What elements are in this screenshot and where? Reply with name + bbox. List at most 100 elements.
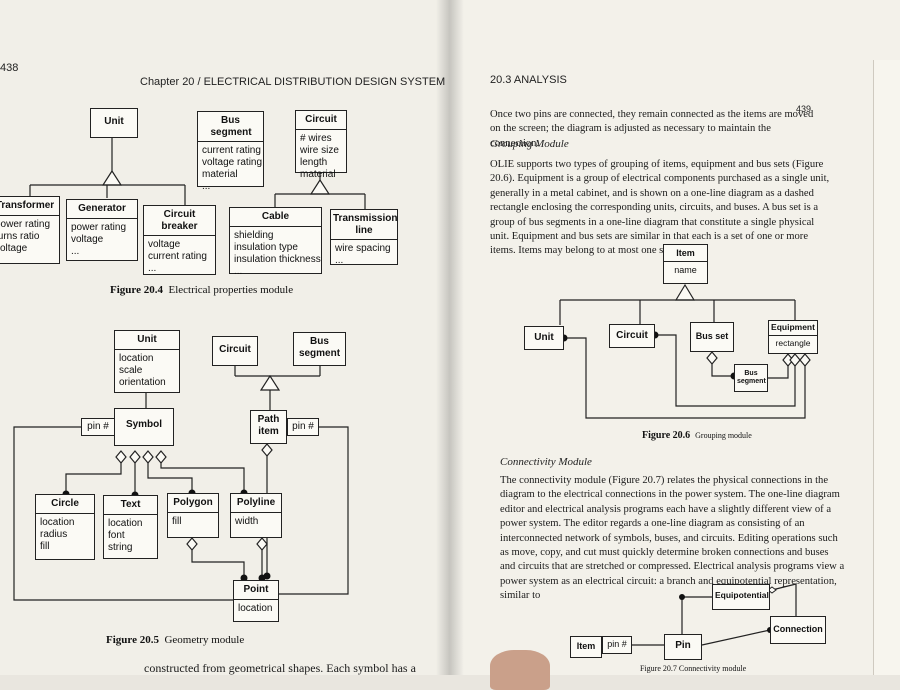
bus-segment-attr-2: voltage rating — [202, 157, 263, 168]
grouping-bus-segment-box: Bus segment — [734, 364, 768, 392]
cable-attr-1: shielding — [234, 229, 274, 241]
circuit-attr-3: length — [300, 156, 328, 168]
figure-20-6-caption: Figure 20.6 Grouping module — [642, 430, 752, 441]
circuit-breaker-class-box: Circuit breaker voltage current rating .… — [143, 205, 216, 275]
transformer-class-title: Transformer — [0, 200, 55, 211]
grouping-bus-set-box: Bus set — [690, 322, 734, 352]
grouping-equipment-title: Equipment — [771, 322, 815, 332]
polygon-class-title: Polygon — [173, 497, 213, 508]
cable-attr-2: insulation type — [234, 241, 298, 253]
equipotential-box: Equipotential — [712, 584, 770, 610]
grouping-equipment-box: Equipment rectangle — [768, 320, 818, 354]
grouping-circuit-box: Circuit — [609, 324, 655, 348]
circuit-attr-2: wire size — [300, 144, 339, 156]
point-class-title: Point — [243, 584, 269, 595]
page-number-right: 439 — [796, 104, 812, 114]
grouping-circuit-title: Circuit — [616, 330, 648, 341]
polyline-attr-1: width — [235, 515, 259, 527]
geo-bus-segment-class-box: Bus segment — [293, 332, 346, 366]
connection-title: Connection — [773, 624, 823, 634]
conn-pin-box: Pin — [664, 634, 702, 660]
figure-20-6-caption-text: Grouping module — [695, 431, 752, 440]
book-gutter — [436, 0, 464, 675]
grouping-paragraph: OLIE supports two types of grouping of i… — [490, 159, 830, 257]
transformer-attr-2: turns ratio — [0, 230, 40, 242]
circle-class-box: Circle location radius fill — [35, 494, 95, 560]
conn-pin-title: Pin — [675, 640, 691, 651]
item-class-box: Item name — [663, 244, 708, 284]
generator-attr-3: ... — [71, 245, 80, 257]
symbol-class-title: Symbol — [125, 419, 163, 430]
pin-qualifier-left: pin # — [81, 418, 115, 436]
geo-unit-attr-2: scale — [119, 364, 143, 376]
bus-segment-attr-3: material — [202, 169, 238, 180]
unit-class-title: Unit — [104, 116, 124, 127]
circle-class-title: Circle — [51, 498, 79, 509]
left-page: 438 Chapter 20 / ELECTRICAL DISTRIBUTION… — [0, 0, 450, 675]
generator-attr-1: power rating — [71, 221, 127, 233]
conn-pin-qualifier: pin # — [602, 636, 632, 654]
grouping-heading: Grouping Module — [490, 138, 569, 150]
running-head-left: Chapter 20 / ELECTRICAL DISTRIBUTION DES… — [140, 76, 446, 88]
circle-attr-3: fill — [40, 540, 50, 552]
grouping-bus-set-title: Bus set — [695, 331, 729, 341]
page-number-left: 438 — [0, 62, 19, 74]
bus-segment-attr-1: current rating — [202, 145, 261, 156]
grouping-unit-box: Unit — [524, 326, 564, 350]
right-page: 20.3 ANALYSIS 439 Once two pins are conn… — [450, 0, 900, 675]
pin-qualifier-left-label: pin # — [87, 421, 109, 432]
text-class-title: Text — [120, 499, 141, 510]
connection-box: Connection — [770, 616, 826, 644]
page-edge — [873, 60, 900, 675]
item-class-title: Item — [676, 248, 695, 258]
geo-circuit-class-box: Circuit — [212, 336, 258, 366]
geo-bus-segment-class-title: Bus segment — [298, 336, 341, 359]
left-bottom-text: constructed from geometrical shapes. Eac… — [144, 661, 416, 675]
geo-circuit-class-title: Circuit — [219, 344, 251, 355]
transformer-attr-3: voltage — [0, 242, 28, 254]
unit-class-box: Unit — [90, 108, 138, 138]
circuit-class-box: Circuit # wires wire size length materia… — [295, 110, 347, 180]
transmission-line-class-title: Transmission line — [333, 213, 398, 236]
conn-item-title: Item — [576, 641, 596, 651]
equipotential-title: Equipotential — [715, 590, 769, 600]
grouping-bus-segment-title: Bus segment — [737, 370, 766, 386]
text-attr-2: font — [108, 529, 125, 541]
circuit-class-title: Circuit — [305, 114, 337, 125]
figure-20-7-caption: Figure 20.7 Connectivity module — [640, 664, 747, 673]
figure-20-5-caption: Figure 20.5 Geometry module — [106, 634, 244, 646]
text-attr-1: location — [108, 517, 143, 529]
figure-20-4-caption-label: Figure 20.4 — [110, 284, 163, 296]
polyline-class-box: Polyline width — [230, 493, 282, 538]
cable-class-title: Cable — [261, 211, 290, 222]
circuit-breaker-attr-1: voltage — [148, 239, 181, 250]
figure-20-4-caption-text: Electrical properties module — [168, 284, 294, 296]
circuit-attr-4: material — [300, 168, 336, 180]
grouping-unit-title: Unit — [534, 332, 554, 343]
point-class-box: Point location — [233, 580, 279, 622]
bus-segment-class-title: Bus segment — [210, 115, 252, 138]
pin-qualifier-right: pin # — [287, 418, 319, 436]
generator-class-box: Generator power rating voltage ... — [66, 199, 138, 261]
circuit-breaker-attr-2: current rating — [148, 251, 207, 262]
text-attr-3: string — [108, 541, 133, 553]
bus-segment-attr-4: ... — [202, 181, 211, 192]
thumb — [490, 650, 550, 690]
circle-attr-2: radius — [40, 528, 68, 540]
transmission-line-attr-1: wire spacing — [335, 243, 391, 254]
geo-unit-attr-1: location — [119, 352, 154, 364]
figure-20-7: Equipotential Connection Item pin # Pin … — [450, 570, 900, 675]
figure-20-6-caption-label: Figure 20.6 — [642, 430, 691, 441]
cable-attr-3: insulation thickness — [234, 253, 321, 265]
cable-class-box: Cable shielding insulation type insulati… — [229, 207, 322, 277]
pin-qualifier-right-label: pin # — [292, 421, 314, 432]
figure-20-4: Unit Bus segment current rating voltage … — [0, 0, 450, 310]
generator-attr-2: voltage — [71, 233, 104, 245]
polyline-class-title: Polyline — [236, 497, 276, 508]
figure-20-4-connectors — [29, 137, 366, 210]
connectivity-paragraph: The connectivity module (Figure 20.7) re… — [500, 475, 845, 602]
figure-20-4-caption: Figure 20.4 Electrical properties module — [110, 284, 293, 296]
geo-unit-class-box: Unit location scale orientation — [114, 330, 180, 393]
running-head-right: 20.3 ANALYSIS — [490, 74, 567, 86]
circuit-breaker-class-title: Circuit breaker — [161, 209, 198, 232]
